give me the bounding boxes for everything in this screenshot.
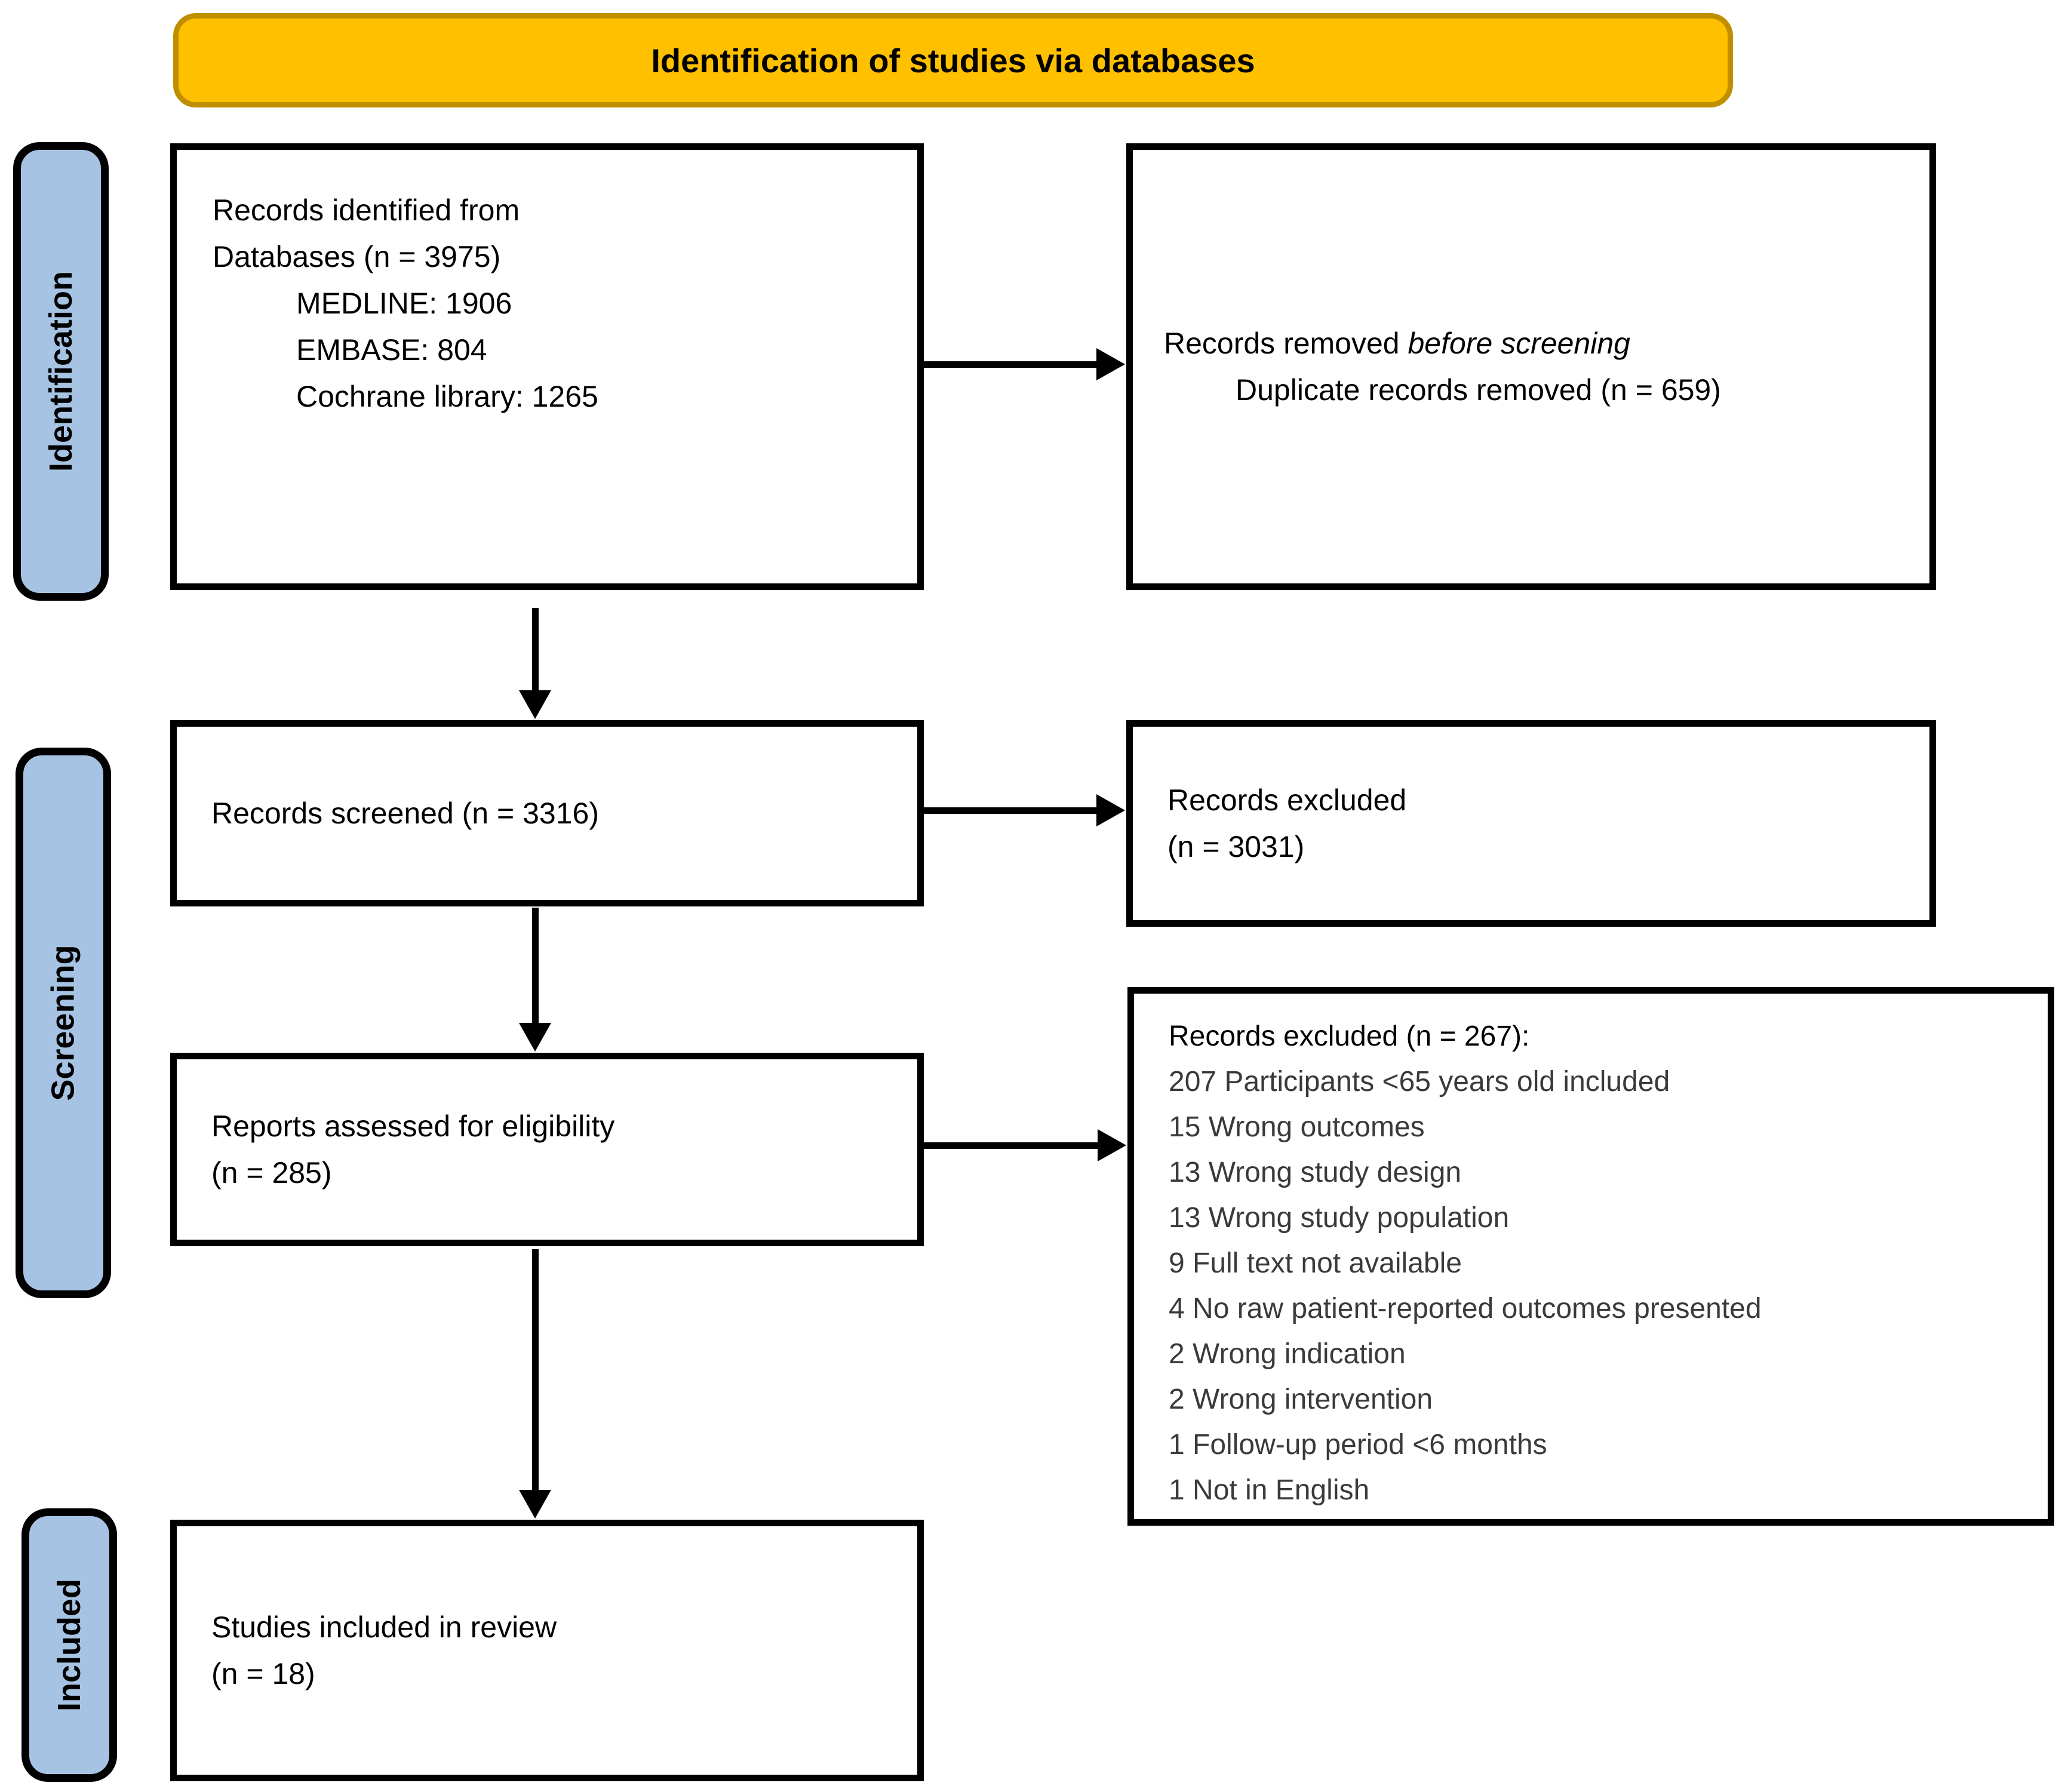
records-screened-line1: Records screened (n = 3316) (211, 797, 599, 830)
arrow-head (1098, 1129, 1126, 1161)
arrow-line (532, 608, 539, 694)
excluded-detail-item: 4 No raw patient-reported outcomes prese… (1169, 1293, 1762, 1324)
box-records-removed: Records removed before screening Duplica… (1126, 143, 1936, 590)
stage-included: Included (21, 1508, 117, 1782)
box-records-excluded: Records excluded (n = 3031) (1126, 720, 1936, 927)
records-identified-medline: MEDLINE: 1906 (296, 287, 512, 320)
excluded-detail-header: Records excluded (n = 267): (1169, 1021, 1530, 1052)
box-records-excluded-detail: Records excluded (n = 267): 207 Particip… (1127, 987, 2054, 1526)
excluded-detail-item: 15 Wrong outcomes (1169, 1111, 1425, 1143)
records-removed-line1-italic: before screening (1408, 327, 1630, 360)
studies-included-line1: Studies included in review (211, 1610, 557, 1644)
arrow-head (519, 1023, 551, 1052)
box-reports-assessed: Reports assessed for eligibility (n = 28… (170, 1053, 924, 1246)
studies-included-line2: (n = 18) (211, 1657, 315, 1690)
arrow-head (519, 690, 551, 719)
arrow-head (1096, 348, 1125, 380)
stage-included-label: Included (51, 1578, 88, 1712)
arrow-line (924, 807, 1100, 814)
stage-identification: Identification (13, 142, 109, 601)
excluded-detail-item: 2 Wrong intervention (1169, 1384, 1433, 1415)
stage-identification-label: Identification (43, 271, 79, 472)
banner-label: Identification of studies via databases (651, 41, 1255, 79)
records-removed-line1: Records removed before screening (1164, 320, 1929, 367)
reports-assessed-line2: (n = 285) (211, 1156, 332, 1189)
excluded-detail-item: 13 Wrong study design (1169, 1157, 1462, 1188)
arrow-head (1096, 794, 1125, 826)
records-excluded-line2: (n = 3031) (1167, 830, 1305, 863)
reports-assessed-line1: Reports assessed for eligibility (211, 1109, 615, 1143)
excluded-detail-item: 1 Not in English (1169, 1474, 1370, 1506)
box-records-screened: Records screened (n = 3316) (170, 720, 924, 906)
banner-identification-of-studies: Identification of studies via databases (173, 13, 1733, 107)
stage-screening: Screening (16, 748, 111, 1298)
records-removed-line2: Duplicate records removed (n = 659) (1236, 373, 1721, 407)
box-records-identified: Records identified from Databases (n = 3… (170, 143, 924, 590)
excluded-detail-item: 1 Follow-up period <6 months (1169, 1429, 1547, 1461)
arrow-line (924, 1142, 1101, 1149)
excluded-detail-item: 2 Wrong indication (1169, 1338, 1406, 1370)
arrow-line (532, 1249, 539, 1492)
arrow-line (924, 361, 1100, 368)
arrow-line (532, 908, 539, 1025)
records-removed-line1-prefix: Records removed (1164, 327, 1408, 360)
box-studies-included: Studies included in review (n = 18) (170, 1520, 924, 1781)
records-identified-embase: EMBASE: 804 (296, 333, 487, 367)
excluded-detail-item: 9 Full text not available (1169, 1247, 1462, 1279)
arrow-head (519, 1490, 551, 1519)
records-identified-line1: Records identified from (213, 193, 520, 227)
excluded-detail-item: 13 Wrong study population (1169, 1202, 1510, 1234)
excluded-detail-item: 207 Participants <65 years old included (1169, 1066, 1670, 1098)
records-excluded-line1: Records excluded (1167, 783, 1407, 817)
records-identified-cochrane: Cochrane library: 1265 (296, 380, 598, 413)
records-identified-line2: Databases (n = 3975) (213, 240, 501, 273)
stage-screening-label: Screening (45, 945, 81, 1101)
